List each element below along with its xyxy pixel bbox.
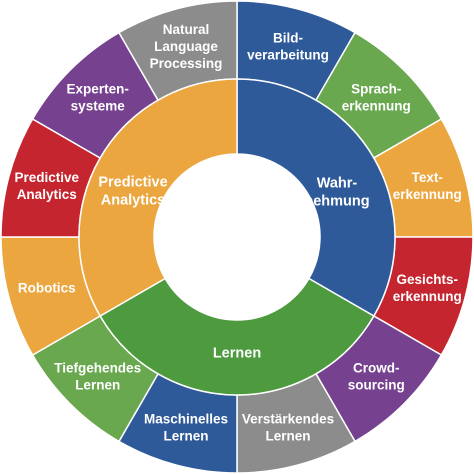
outer-label-expertensysteme-line-1: Experten- [67, 82, 129, 97]
outer-label-natural-language-processing-line-3: Processing [150, 56, 223, 71]
outer-label-bildverarbeitung-line-1: Bild- [273, 31, 303, 46]
outer-label-bildverarbeitung-line-2: verarbeitung [247, 48, 329, 63]
outer-label-gesichtserkennung-line-2: erkennung [393, 289, 462, 304]
outer-label-natural-language-processing-line-1: Natural [163, 22, 210, 37]
outer-label-crowdsourcing-line-1: Crowd- [353, 360, 400, 375]
inner-label-predictive-analytics-line-1: Predictive [98, 175, 167, 191]
inner-label-wahrnehmung: Wahr-nehmung [304, 176, 369, 210]
outer-label-spracherkennung: Sprach-erkennung [342, 82, 411, 114]
outer-label-tiefgehendes-lernen-line-1: Tiefgehendes [54, 360, 141, 375]
outer-label-verstärkendes-lernen-line-2: Lernen [265, 428, 310, 443]
outer-label-predictive-analytics-line-1: Predictive [14, 170, 79, 185]
inner-label-wahrnehmung-line-2: nehmung [304, 194, 369, 210]
inner-ring [78, 78, 396, 396]
outer-label-spracherkennung-line-2: erkennung [342, 99, 411, 114]
outer-label-gesichtserkennung: Gesichts-erkennung [393, 272, 462, 304]
outer-label-texterkennung-line-1: Text- [412, 170, 443, 185]
inner-label-lernen-line-1: Lernen [213, 346, 261, 362]
outer-label-crowdsourcing: Crowd-sourcing [348, 360, 405, 392]
outer-label-natural-language-processing-line-2: Language [154, 39, 218, 54]
outer-label-texterkennung-line-2: erkennung [393, 187, 462, 202]
inner-label-predictive-analytics-line-2: Analytics [101, 193, 165, 209]
outer-label-robotics: Robotics [18, 280, 76, 295]
center-hole [154, 154, 320, 320]
inner-label-wahrnehmung-line-1: Wahr- [317, 176, 358, 192]
outer-label-bildverarbeitung: Bild-verarbeitung [247, 31, 329, 63]
outer-label-robotics-line-1: Robotics [18, 280, 76, 295]
outer-label-gesichtserkennung-line-1: Gesichts- [397, 272, 459, 287]
outer-label-crowdsourcing-line-2: sourcing [348, 377, 405, 392]
outer-label-maschinelles-lernen-line-2: Lernen [164, 428, 209, 443]
outer-label-tiefgehendes-lernen-line-2: Lernen [75, 377, 120, 392]
outer-label-expertensysteme: Experten-systeme [67, 82, 129, 114]
inner-label-lernen: Lernen [213, 346, 261, 362]
outer-label-expertensysteme-line-2: systeme [71, 99, 126, 114]
outer-label-maschinelles-lernen-line-1: Maschinelles [144, 411, 228, 426]
outer-label-texterkennung: Text-erkennung [393, 170, 462, 202]
outer-label-predictive-analytics-line-2: Analytics [17, 187, 77, 202]
outer-label-verstärkendes-lernen-line-1: Verstärkendes [242, 411, 334, 426]
labels: Bild-verarbeitungSprach-erkennungText-er… [14, 22, 461, 443]
outer-label-spracherkennung-line-1: Sprach- [351, 82, 401, 97]
